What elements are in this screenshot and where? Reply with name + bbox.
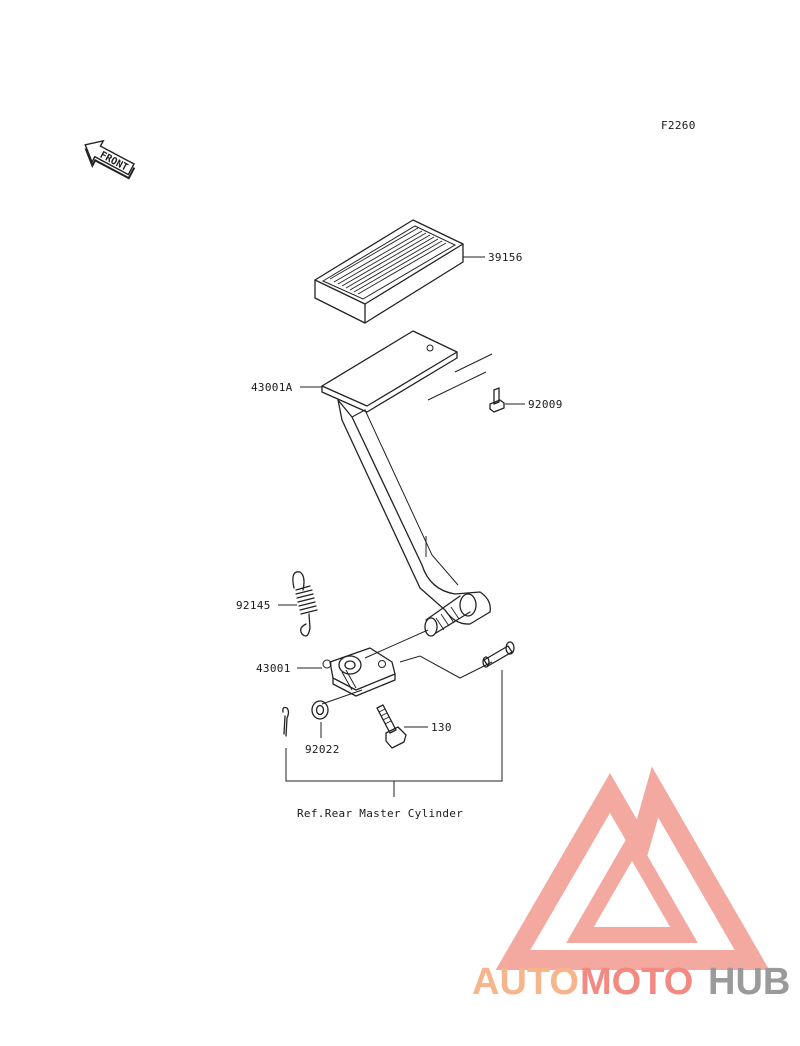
- pedal-pad-39156: [314, 219, 464, 324]
- lever-43001: [322, 647, 396, 697]
- cotter-pin: [282, 706, 290, 737]
- watermark-hub: HUB: [708, 961, 790, 1003]
- callout-43001A: 43001A: [251, 381, 293, 394]
- callout-92022: 92022: [305, 743, 340, 756]
- spring-92145: [292, 571, 318, 637]
- callout-39156: 39156: [488, 251, 523, 264]
- bolt-130: [376, 704, 407, 749]
- watermark-text: AUTO MOTO HUB: [472, 961, 790, 1003]
- reference-note: Ref.Rear Master Cylinder: [297, 807, 463, 820]
- washer-92022: [311, 700, 329, 720]
- callout-130: 130: [431, 721, 452, 734]
- callout-92009: 92009: [528, 398, 563, 411]
- callout-43001: 43001: [256, 662, 291, 675]
- watermark-moto: MOTO: [580, 961, 693, 1003]
- figure-code: F2260: [661, 119, 696, 132]
- pedal-arm-43001A: [321, 330, 491, 637]
- automotohub-logo-icon: [495, 766, 770, 970]
- watermark-auto: AUTO: [472, 961, 579, 1003]
- front-arrow-icon: FRONT: [84, 139, 136, 180]
- callout-92145: 92145: [236, 599, 271, 612]
- bolt-92009: [489, 387, 505, 413]
- clevis-pin: [482, 641, 515, 668]
